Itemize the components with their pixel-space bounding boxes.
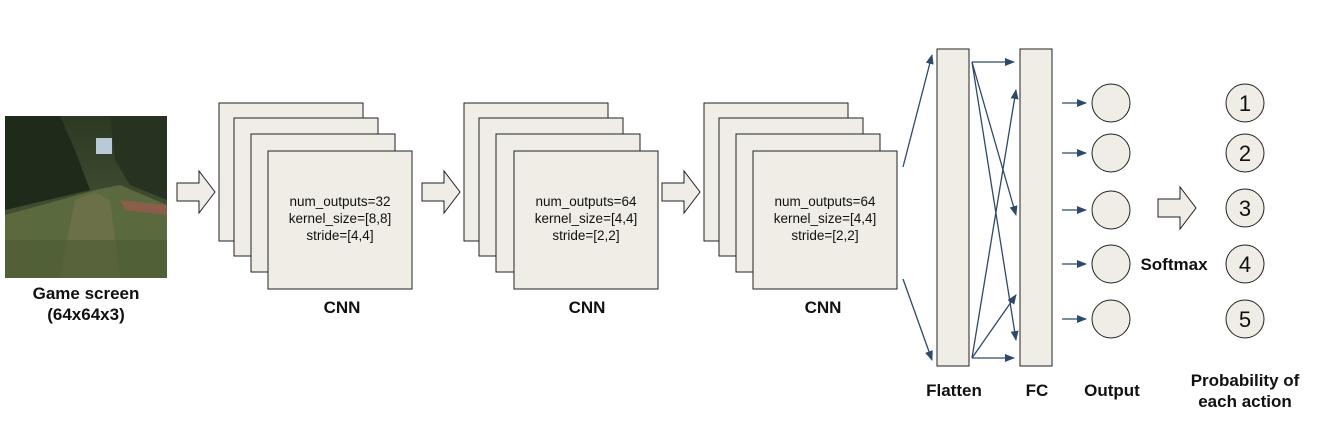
cnn-stack-3 xyxy=(703,102,898,290)
fc-label: FC xyxy=(1025,381,1049,400)
probability-node xyxy=(1225,83,1265,123)
flatten-to-fc-arrows xyxy=(971,58,1019,362)
output-nodes xyxy=(1091,83,1131,339)
cnn-2-title: CNN xyxy=(568,298,606,317)
game-screen-image xyxy=(5,116,167,278)
output-node xyxy=(1091,190,1131,230)
probability-node xyxy=(1225,188,1265,228)
action-label: 3 xyxy=(1239,196,1251,221)
game-screen-size: (64x64x3) xyxy=(47,305,125,324)
cnn-2-num-outputs: num_outputs=64 xyxy=(535,194,637,209)
fc-bar xyxy=(1019,48,1053,367)
game-screen-title: Game screen xyxy=(32,284,140,303)
probability-node xyxy=(1225,133,1265,173)
block-arrow xyxy=(1157,185,1197,231)
action-label: 2 xyxy=(1239,141,1251,166)
flatten-label: Flatten xyxy=(926,381,982,400)
output-node xyxy=(1091,83,1131,123)
cnn-1-kernel-size: kernel_size=[8,8] xyxy=(288,211,392,226)
cnn-2-stride: stride=[2,2] xyxy=(552,228,620,243)
probability-label-line2: each action xyxy=(1198,392,1292,411)
probability-node xyxy=(1225,244,1265,284)
probability-node xyxy=(1225,299,1265,339)
output-node xyxy=(1091,244,1131,284)
cnn-3-params: num_outputs=64 kernel_size=[4,4] stride=… xyxy=(750,193,900,244)
cnn-3-title: CNN xyxy=(804,298,842,317)
cnn-3-num-outputs: num_outputs=64 xyxy=(774,194,876,209)
cnn-3-kernel-size: kernel_size=[4,4] xyxy=(773,211,877,226)
cnn-1-stride: stride=[4,4] xyxy=(306,228,374,243)
cnn-2-kernel-size: kernel_size=[4,4] xyxy=(534,211,638,226)
block-arrow xyxy=(661,169,701,215)
cnn-3-stride: stride=[2,2] xyxy=(791,228,859,243)
cnn-stack-1 xyxy=(218,102,413,290)
probability-nodes xyxy=(1225,83,1265,339)
action-label: 1 xyxy=(1239,91,1251,116)
flatten-bar xyxy=(936,48,970,367)
softmax-label: Softmax xyxy=(1140,255,1208,274)
probability-label-line1: Probability of xyxy=(1190,371,1300,390)
action-label: 5 xyxy=(1239,307,1251,332)
game-screen-label: Game screen (64x64x3) xyxy=(5,283,167,325)
cnn-1-params: num_outputs=32 kernel_size=[8,8] stride=… xyxy=(265,193,415,244)
output-label: Output xyxy=(1084,381,1140,400)
block-arrow xyxy=(421,169,461,215)
cnn-stack-2 xyxy=(463,102,659,290)
block-arrow xyxy=(176,169,216,215)
output-node xyxy=(1091,299,1131,339)
probability-label: Probability of each action xyxy=(1170,370,1318,412)
cnn-1-title: CNN xyxy=(323,298,361,317)
fc-to-output-arrows xyxy=(1062,99,1087,323)
output-node xyxy=(1091,133,1131,173)
cnn-2-params: num_outputs=64 kernel_size=[4,4] stride=… xyxy=(511,193,661,244)
cnn-1-num-outputs: num_outputs=32 xyxy=(289,194,391,209)
action-label: 4 xyxy=(1239,252,1251,277)
cnn-to-flatten-arrows xyxy=(902,54,934,361)
